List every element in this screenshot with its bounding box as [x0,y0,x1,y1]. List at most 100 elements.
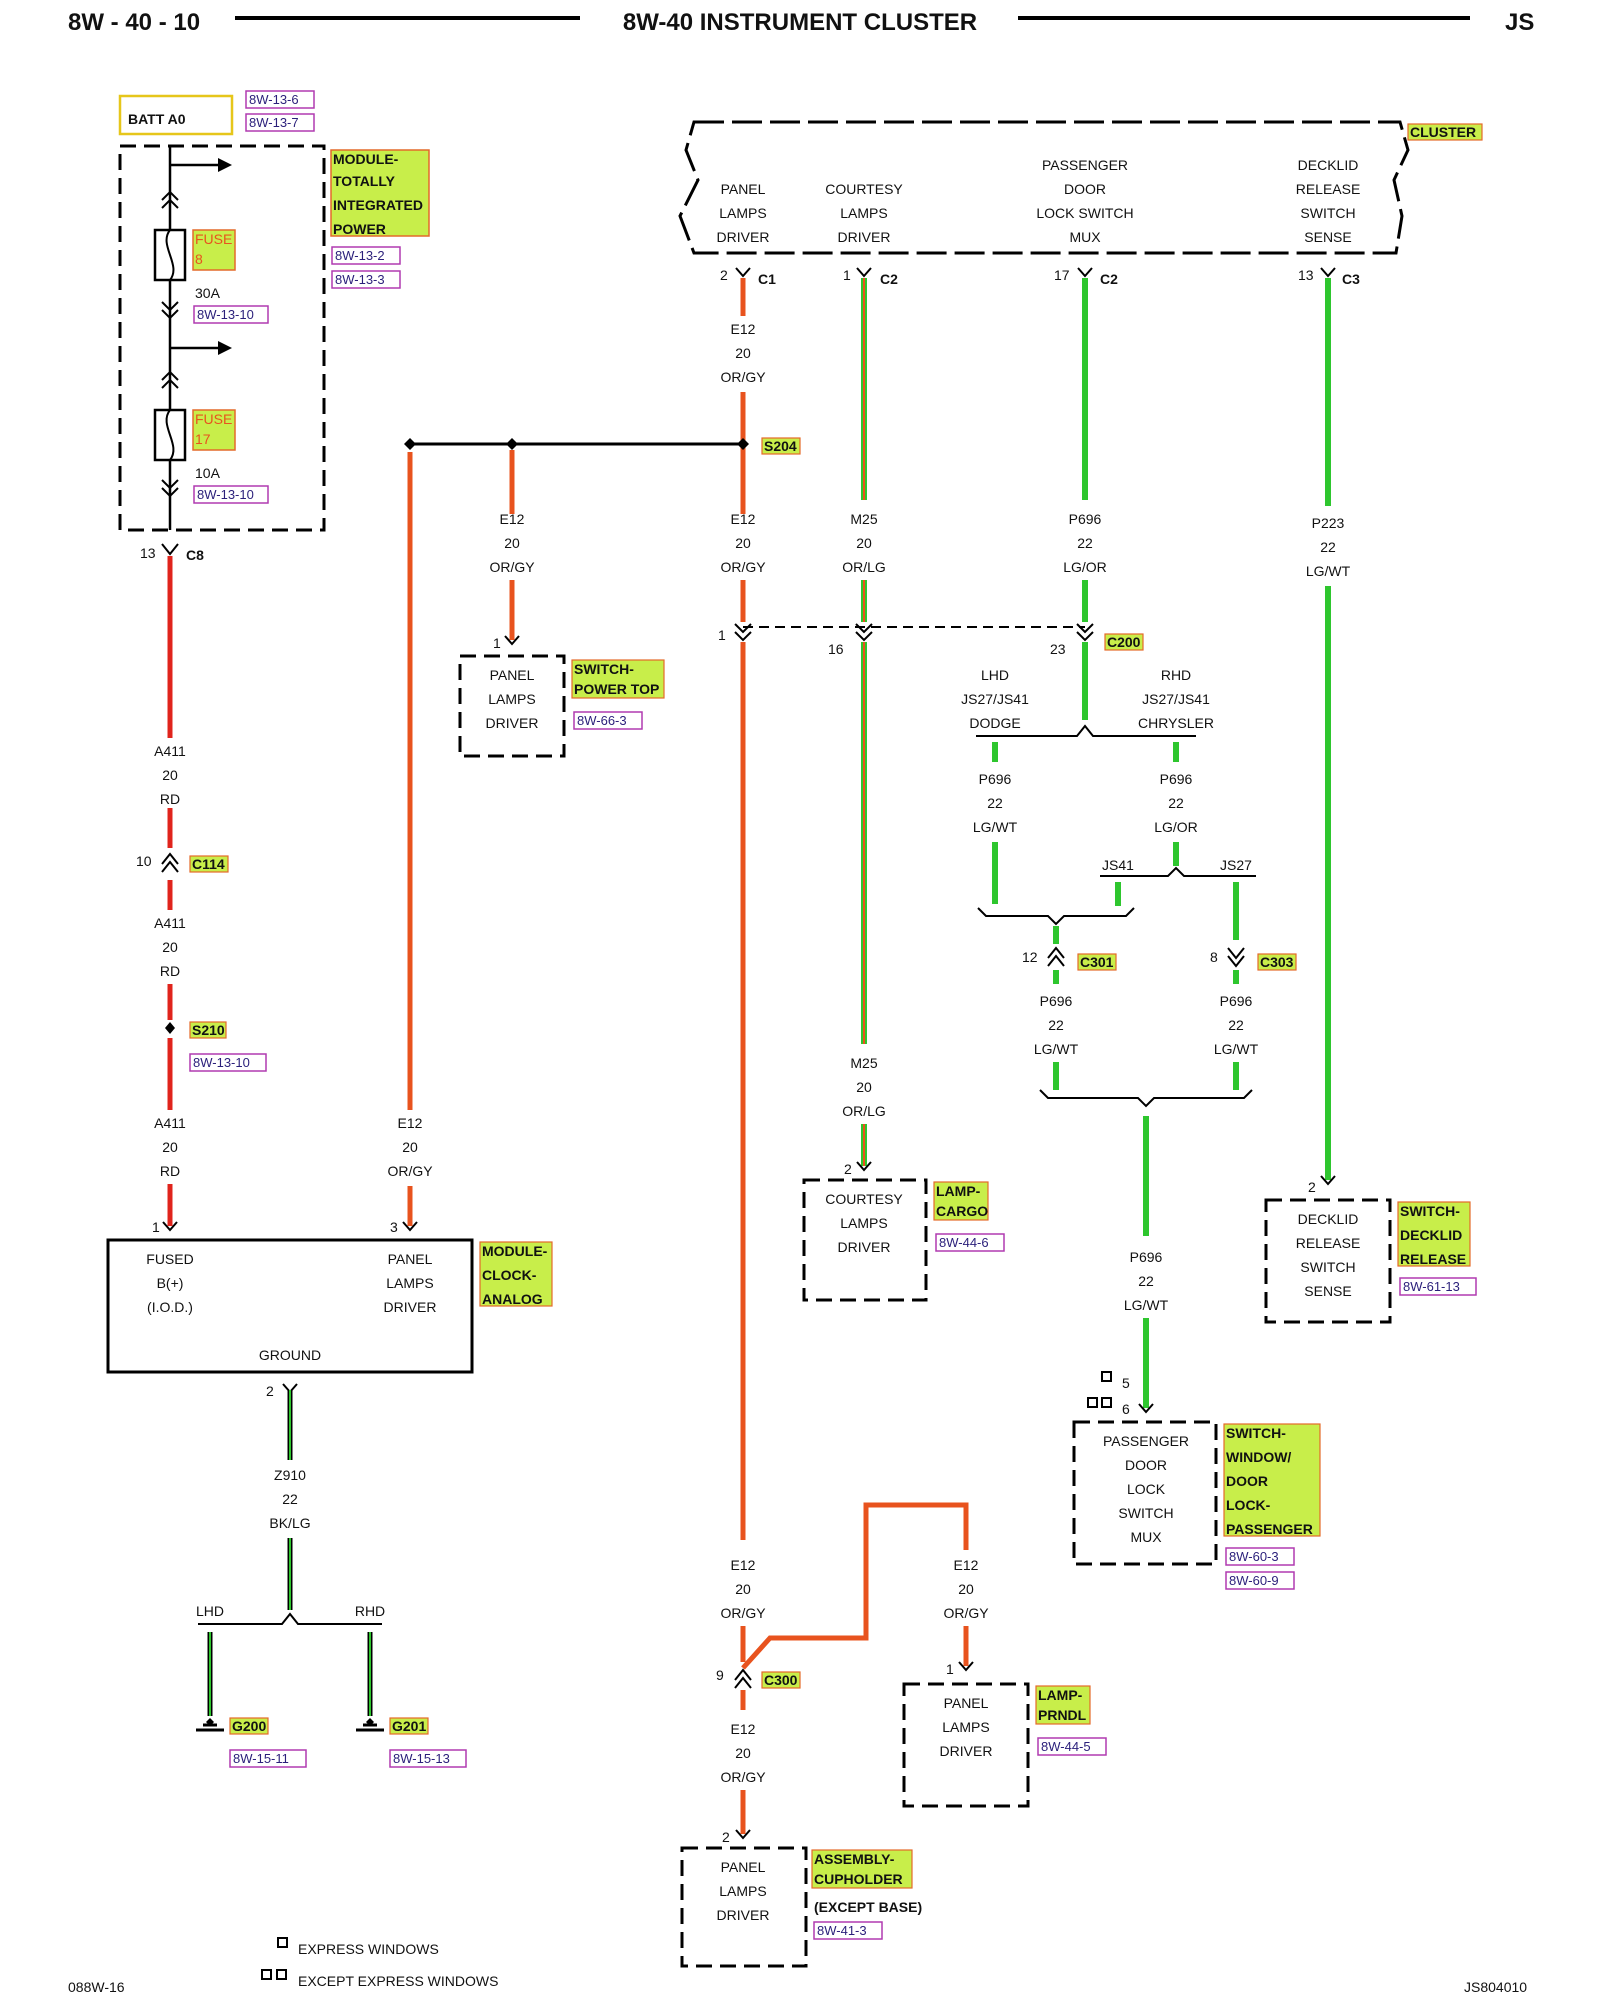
clock-panel-1: PANEL [388,1251,433,1267]
decklid-tag [1397,1201,1471,1267]
fuse-17-label: FUSE [195,411,232,427]
clock-panel-2: LAMPS [386,1275,433,1291]
g200-ref[interactable]: 8W-15-11 [233,1751,289,1766]
model-code: JS [1505,9,1534,36]
doorlock-ref-2[interactable]: 8W-60-9 [1229,1573,1279,1588]
cargo-ref[interactable]: 8W-44-6 [939,1235,989,1250]
powertop-pin: 1 [493,635,501,651]
wire-a411-1-id: A411 [154,743,186,759]
powertop-tag [571,659,665,699]
cupholder-ref[interactable]: 8W-41-3 [817,1923,867,1938]
fuse-8-rating: 30A [195,285,221,301]
clock-pin-ground: 2 [266,1383,274,1399]
wire-a411-3-gauge: 20 [162,1139,178,1155]
batt-ref-1[interactable]: 8W-13-6 [249,92,299,107]
batt-label: BATT A0 [128,111,186,127]
ref-box [1037,1737,1107,1756]
batt-ref-2[interactable]: 8W-13-7 [249,115,299,130]
ref-box [189,1053,267,1072]
tipm-box [118,144,326,532]
page-number: 8W - 40 - 10 [68,9,200,36]
connector-icon [161,852,179,873]
page-title: 8W-40 INSTRUMENT CLUSTER [623,9,977,36]
tipm-ref-2[interactable]: 8W-13-3 [335,272,385,287]
cluster-fn-door-4: MUX [1069,229,1101,245]
fuse-8-number: 8 [195,251,203,267]
splice-dot [366,1718,374,1726]
c200-tag [1104,633,1144,651]
chrysler-3: CHRYSLER [1138,715,1214,731]
doorlock-name-3: DOOR [1226,1473,1268,1489]
footer-left: 088W-16 [68,1979,125,1995]
wire-p696-1-id: P696 [1069,511,1102,527]
doorlock-pin-6: 6 [1122,1401,1130,1417]
c114-pin: 10 [136,853,152,869]
ref-box [245,113,315,132]
cluster-pin-c1: 2 [720,267,728,283]
ref-box [331,270,401,289]
lhd-label: LHD [196,1603,224,1619]
wire-e12-top-id: E12 [731,321,756,337]
cluster-label: CLUSTER [1410,124,1476,140]
express-square-icon [1101,1371,1112,1382]
cluster-fn-decklid-3: SWITCH [1300,205,1355,221]
tipm-ref-1[interactable]: 8W-13-2 [335,248,385,263]
cluster-conn-c1: C1 [758,271,776,287]
cargo-name-1: LAMP- [936,1183,981,1199]
chrysler-2: JS27/JS41 [1142,691,1210,707]
wire-p696-lhd-gauge: 22 [987,795,1003,811]
branch-brace [976,724,1196,737]
cluster-fn-courtesy-2: LAMPS [840,205,887,221]
except-square-icon [1087,1397,1098,1408]
wire-e12-prndl-id: E12 [954,1557,979,1573]
g201-ref[interactable]: 8W-15-13 [393,1751,450,1766]
wire-a411-1-color: RD [160,791,180,807]
powertop-ref[interactable]: 8W-66-3 [577,713,627,728]
doorlock-line-5: MUX [1130,1529,1162,1545]
chevron-icon [161,190,179,209]
wire-e12-top-gauge: 20 [735,345,751,361]
dodge-2: JS27/JS41 [961,691,1029,707]
fuse-8-label: FUSE [195,231,232,247]
dodge-1: LHD [981,667,1009,683]
decklid-line-3: SWITCH [1300,1259,1355,1275]
legend-express: EXPRESS WINDOWS [298,1941,439,1957]
dodge-3: DODGE [969,715,1020,731]
branch-brace [1100,866,1256,877]
c200-pin-1: 1 [718,627,726,643]
wire-e12-clock-gauge: 20 [402,1139,418,1155]
prndl-ref[interactable]: 8W-44-5 [1041,1739,1091,1754]
ref-box [389,1749,467,1768]
c200-pin-23: 23 [1050,641,1066,657]
ref-box [1225,1547,1295,1566]
tipm-name-1: MODULE- [333,151,399,167]
clock-name-2: CLOCK- [482,1267,537,1283]
wire-e12-mid-id: E12 [731,511,756,527]
tipm-name-3: INTEGRATED [333,197,423,213]
c8-label: C8 [186,547,204,563]
js27-label: JS27 [1220,857,1252,873]
pin-icon [735,267,751,278]
cupholder-name-2: CUPHOLDER [814,1871,903,1887]
rhd-label: RHD [355,1603,385,1619]
powertop-line-1: PANEL [490,667,535,683]
fuse-8-tag [192,229,236,271]
fuse-8-ref[interactable]: 8W-13-10 [197,307,254,322]
wire-p696-lhd-id: P696 [979,771,1012,787]
cluster-pin-c2b: 17 [1054,267,1070,283]
s210-ref[interactable]: 8W-13-10 [193,1055,250,1070]
clock-fused-1: FUSED [146,1251,193,1267]
wire-p223-color: LG/WT [1306,563,1351,579]
wire-a411-2-gauge: 20 [162,939,178,955]
fuse-17-ref[interactable]: 8W-13-10 [197,487,254,502]
g200-tag [229,1717,269,1735]
decklid-ref[interactable]: 8W-61-13 [1403,1279,1460,1294]
doorlock-line-1: PASSENGER [1103,1433,1189,1449]
wire-m25-1-id: M25 [850,511,877,527]
wire-p696-bot-color: LG/WT [1124,1297,1169,1313]
doorlock-ref-1[interactable]: 8W-60-3 [1229,1549,1279,1564]
decklid-pin: 2 [1308,1179,1316,1195]
chrysler-1: RHD [1161,667,1191,683]
powertop-box [458,654,566,758]
powertop-name-2: POWER TOP [574,681,659,697]
